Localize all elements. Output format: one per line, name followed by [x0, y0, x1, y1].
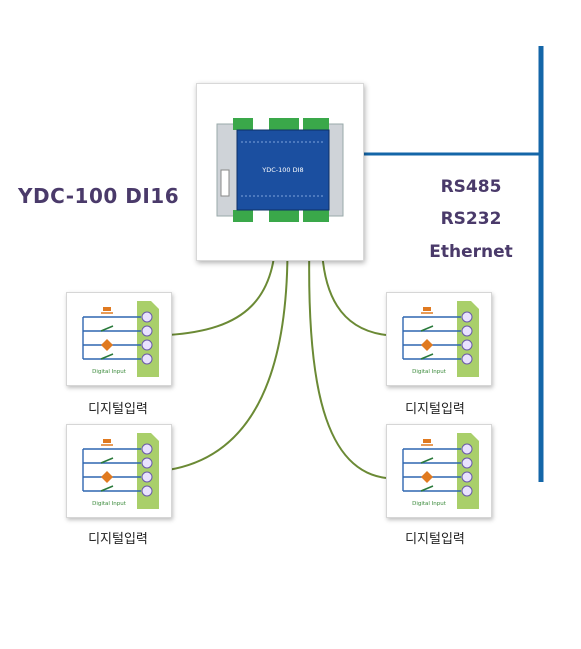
terminal-screw: [461, 311, 473, 323]
terminal-screw: [141, 353, 153, 365]
protocol-label-rs232: RS232: [440, 209, 502, 229]
digital-input-card: Digital Input: [66, 292, 172, 386]
terminal-screw: [461, 325, 473, 337]
digital-input-caption: 디지털입력: [405, 402, 465, 417]
terminal-screw: [461, 353, 473, 365]
switch-symbol: [100, 457, 114, 464]
device-panel-label: YDC-100 DI8: [261, 166, 303, 174]
terminal-screw: [141, 443, 153, 455]
terminal-screw: [461, 471, 473, 483]
digital-input-diagram: Digital Input: [402, 433, 479, 509]
switch-symbol: [420, 485, 434, 492]
terminal-screw: [141, 311, 153, 323]
pushbutton-symbol: [103, 307, 111, 311]
digital-input-caption: 디지털입력: [405, 532, 465, 547]
digital-input-diagram: Digital Input: [402, 301, 479, 377]
sensor-symbol: [101, 471, 113, 483]
terminal-screw: [141, 457, 153, 469]
digital-input-card: Digital Input: [66, 424, 172, 518]
terminal-screw: [141, 339, 153, 351]
sensor-symbol: [421, 339, 433, 351]
card-label: Digital Input: [412, 369, 447, 375]
device-title: YDC-100 DI16: [18, 184, 180, 208]
digital-input-diagram: Digital Input: [82, 433, 159, 509]
sensor-symbol: [421, 471, 433, 483]
wire-to-input-2: [167, 221, 289, 471]
switch-symbol: [420, 457, 434, 464]
terminal-screw: [141, 325, 153, 337]
io-module-device: YDC-100 DI8: [216, 118, 344, 222]
digital-input-card: Digital Input: [386, 292, 492, 386]
switch-symbol: [420, 353, 434, 360]
digital-input-caption: 디지털입력: [88, 402, 148, 417]
digital-input-diagram: Digital Input: [82, 301, 159, 377]
protocol-label-ethernet: Ethernet: [429, 242, 513, 262]
card-label: Digital Input: [92, 369, 127, 375]
terminal-screw: [141, 485, 153, 497]
switch-symbol: [100, 325, 114, 332]
sensor-symbol: [101, 339, 113, 351]
wire-to-input-4: [308, 221, 387, 479]
switch-symbol: [100, 485, 114, 492]
terminal-screw: [461, 457, 473, 469]
pushbutton-symbol: [423, 439, 431, 443]
digital-input-card: Digital Input: [386, 424, 492, 518]
card-label: Digital Input: [412, 501, 447, 507]
switch-symbol: [420, 325, 434, 332]
pushbutton-symbol: [103, 439, 111, 443]
terminal-screw: [461, 339, 473, 351]
device-image-frame: YDC-100 DI8: [196, 83, 364, 261]
protocol-label-rs485: RS485: [440, 177, 502, 197]
terminal-screw: [141, 471, 153, 483]
terminal-screw: [461, 485, 473, 497]
card-label: Digital Input: [92, 501, 127, 507]
digital-input-caption: 디지털입력: [88, 532, 148, 547]
pushbutton-symbol: [423, 307, 431, 311]
switch-symbol: [100, 353, 114, 360]
terminal-screw: [461, 443, 473, 455]
